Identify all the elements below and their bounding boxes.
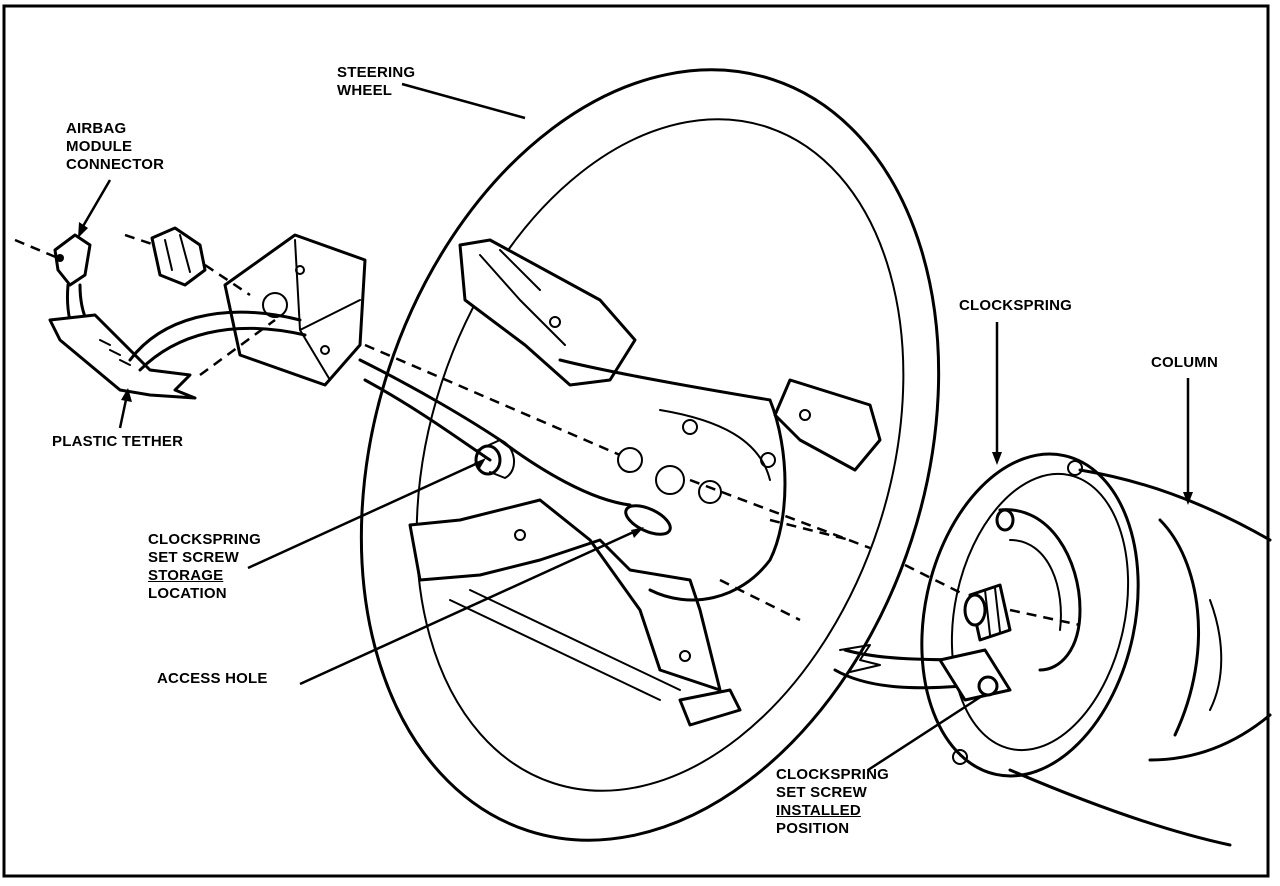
label-clockspring: CLOCKSPRING bbox=[959, 297, 1073, 314]
leader-lines bbox=[80, 82, 1190, 772]
clockspring-part bbox=[833, 452, 1140, 778]
steering-wheel-rim bbox=[359, 68, 941, 842]
label-set-screw-installed-position: CLOCKSPRING SET SCREW INSTALLED POSITION bbox=[776, 766, 890, 837]
leader-arrowheads bbox=[78, 222, 1193, 538]
diagram-border bbox=[2, 4, 1270, 878]
steering-column bbox=[1008, 468, 1272, 847]
label-set-screw-storage-location: CLOCKSPRING SET SCREW STORAGE LOCATION bbox=[148, 531, 262, 602]
steering-wheel-hub bbox=[358, 238, 882, 727]
airbag-module-connector bbox=[48, 226, 367, 400]
label-plastic-tether: PLASTIC TETHER bbox=[52, 433, 184, 450]
label-column: COLUMN bbox=[1151, 354, 1219, 371]
label-steering-wheel: STEERING WHEEL bbox=[337, 64, 416, 99]
label-airbag-module-connector: AIRBAG MODULE CONNECTOR bbox=[66, 120, 165, 173]
label-access-hole: ACCESS HOLE bbox=[157, 670, 268, 687]
assembly-centerlines bbox=[14, 233, 1081, 627]
